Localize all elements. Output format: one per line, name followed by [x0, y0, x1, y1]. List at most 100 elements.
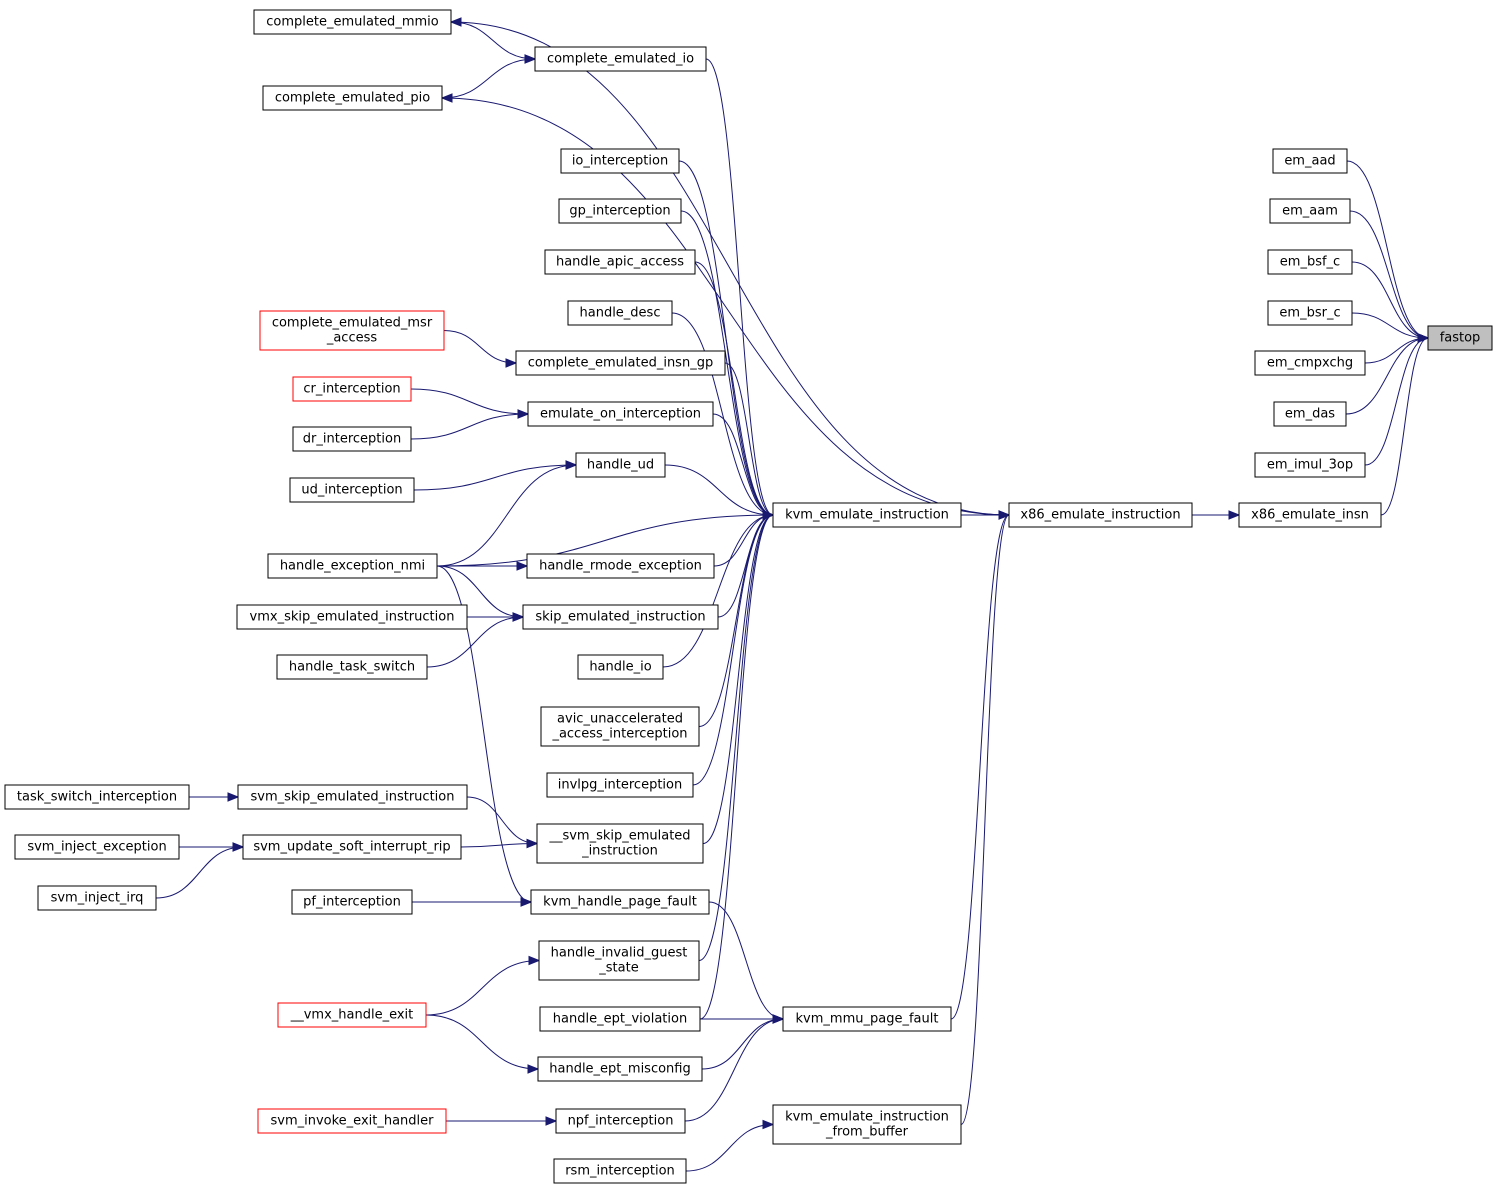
node-npf-interception[interactable]: npf_interception	[555, 1108, 686, 1134]
node-handle-ud[interactable]: handle_ud	[575, 452, 666, 478]
node---svm-skip-emulated-instruction[interactable]: __svm_skip_emulated_instruction	[536, 823, 704, 864]
node-box	[575, 452, 666, 478]
node-box	[276, 654, 428, 680]
edge-em_das-to-fastop	[1345, 337, 1429, 415]
edge-invlpg_interception-to-kvm_emulate_instruction	[692, 514, 774, 786]
node-box	[558, 198, 682, 224]
node-label: _state	[598, 961, 638, 976]
node-label: rsm_interception	[565, 1164, 675, 1179]
node-label: ud_interception	[301, 483, 402, 498]
node-avic-unaccelerated-access-interception[interactable]: avic_unaccelerated_access_interception	[540, 706, 700, 747]
arrowhead-x86_emulate_insn	[1228, 510, 1241, 520]
nodes-layer: fastop em_aad em_aam em_bsf_c em_bsr_c em_cmp…	[4, 9, 1493, 1184]
node-handle-exception-nmi[interactable]: handle_exception_nmi	[267, 553, 438, 579]
node-box	[1267, 300, 1353, 326]
node-invlpg-interception[interactable]: invlpg_interception	[546, 772, 694, 798]
node-em-bsr-c[interactable]: em_bsr_c	[1267, 300, 1353, 326]
node-emulate-on-interception[interactable]: emulate_on_interception	[527, 401, 714, 427]
node-complete-emulated-msr-access[interactable]: complete_emulated_msr_access	[259, 310, 445, 351]
edge-em_bsf_c-to-fastop	[1351, 261, 1429, 339]
node-svm-inject-exception[interactable]: svm_inject_exception	[14, 834, 180, 860]
edge-handle_ept_violation-to-kvm_emulate_instruction	[699, 514, 774, 1020]
node-em-imul-3op[interactable]: em_imul_3op	[1254, 452, 1366, 478]
node-vmx-skip-emulated-instruction[interactable]: vmx_skip_emulated_instruction	[236, 604, 468, 630]
node-box	[1254, 350, 1366, 376]
node-em-aad[interactable]: em_aad	[1272, 148, 1348, 174]
node-pf-interception[interactable]: pf_interception	[291, 889, 413, 915]
node-handle-ept-violation[interactable]: handle_ept_violation	[539, 1006, 701, 1032]
node-x86-emulate-insn[interactable]: x86_emulate_insn	[1238, 502, 1382, 528]
node-box	[257, 1108, 447, 1134]
node-ud-interception[interactable]: ud_interception	[289, 477, 415, 503]
node-kvm-handle-page-fault[interactable]: kvm_handle_page_fault	[530, 889, 710, 915]
node-box	[1272, 148, 1348, 174]
arrowhead-kvm_mmu_page_fault	[772, 1014, 785, 1024]
arrowhead-svm_update_soft_interrupt_rip	[232, 842, 245, 852]
node-handle-ept-misconfig[interactable]: handle_ept_misconfig	[537, 1056, 703, 1082]
node-skip-emulated-instruction[interactable]: skip_emulated_instruction	[522, 604, 719, 630]
node-box	[1267, 249, 1353, 275]
node-task-switch-interception[interactable]: task_switch_interception	[4, 784, 190, 810]
node-x86-emulate-instruction[interactable]: x86_emulate_instruction	[1008, 502, 1193, 528]
node-fastop[interactable]: fastop	[1427, 325, 1493, 351]
node-complete-emulated-io[interactable]: complete_emulated_io	[534, 46, 707, 72]
node-handle-apic-access[interactable]: handle_apic_access	[544, 249, 696, 275]
node-complete-emulated-pio[interactable]: complete_emulated_pio	[262, 85, 443, 111]
node---vmx-handle-exit[interactable]: __vmx_handle_exit	[277, 1002, 427, 1028]
node-label: vmx_skip_emulated_instruction	[250, 610, 455, 625]
node-handle-invalid-guest-state[interactable]: handle_invalid_guest_state	[538, 940, 700, 981]
node-box	[1254, 452, 1366, 478]
arrowhead-emulate_on_interception	[517, 409, 530, 419]
node-dr-interception[interactable]: dr_interception	[292, 426, 412, 452]
node-svm-update-soft-interrupt-rip[interactable]: svm_update_soft_interrupt_rip	[242, 834, 462, 860]
node-box	[37, 885, 157, 911]
edge-handle_ept_misconfig-to-kvm_mmu_page_fault	[701, 1018, 784, 1070]
node-kvm-emulate-instruction-from-buffer[interactable]: kvm_emulate_instruction_from_buffer	[772, 1104, 962, 1145]
arrowhead-fastop	[1417, 333, 1430, 343]
edge-npf_interception-to-kvm_mmu_page_fault	[684, 1018, 784, 1122]
node-handle-io[interactable]: handle_io	[577, 654, 664, 680]
node-complete-emulated-insn-gp[interactable]: complete_emulated_insn_gp	[515, 350, 726, 376]
node-label: handle_apic_access	[556, 255, 684, 270]
node-handle-desc[interactable]: handle_desc	[567, 300, 673, 326]
node-box	[782, 1006, 952, 1032]
node-gp-interception[interactable]: gp_interception	[558, 198, 682, 224]
node-label: complete_emulated_mmio	[266, 15, 438, 30]
node-box	[1269, 198, 1351, 224]
node-complete-emulated-mmio[interactable]: complete_emulated_mmio	[253, 9, 452, 35]
node-rsm-interception[interactable]: rsm_interception	[553, 1158, 687, 1184]
node-em-das[interactable]: em_das	[1273, 401, 1347, 427]
node-label: em_cmpxchg	[1267, 356, 1353, 371]
node-kvm-emulate-instruction[interactable]: kvm_emulate_instruction	[772, 502, 962, 528]
edge-__vmx_handle_exit-to-handle_invalid_guest_state	[425, 960, 540, 1016]
node-handle-task-switch[interactable]: handle_task_switch	[276, 654, 428, 680]
node-kvm-mmu-page-fault[interactable]: kvm_mmu_page_fault	[782, 1006, 952, 1032]
node-box	[539, 1006, 701, 1032]
node-em-aam[interactable]: em_aam	[1269, 198, 1351, 224]
node-box	[289, 477, 415, 503]
node-label: skip_emulated_instruction	[535, 610, 705, 625]
node-label: pf_interception	[303, 895, 401, 910]
node-label: handle_ept_violation	[553, 1012, 687, 1027]
node-handle-rmode-exception[interactable]: handle_rmode_exception	[526, 553, 715, 579]
node-io-interception[interactable]: io_interception	[560, 148, 680, 174]
edge-handle_invalid_guest_state-to-kvm_emulate_instruction	[698, 514, 774, 961]
node-label: __svm_skip_emulated	[548, 829, 690, 844]
node-box	[555, 1108, 686, 1134]
node-box	[544, 249, 696, 275]
edge-svm_skip_emulated_instruction-to-__svm_skip_emulated_instruction	[466, 796, 538, 844]
node-svm-invoke-exit-handler[interactable]: svm_invoke_exit_handler	[257, 1108, 447, 1134]
node-svm-skip-emulated-instruction[interactable]: svm_skip_emulated_instruction	[237, 784, 468, 810]
node-box	[577, 654, 664, 680]
node-em-cmpxchg[interactable]: em_cmpxchg	[1254, 350, 1366, 376]
node-box	[292, 376, 412, 402]
edge-skip_emulated_instruction-to-kvm_emulate_instruction	[717, 514, 774, 618]
node-label: complete_emulated_io	[547, 52, 694, 67]
node-em-bsf-c[interactable]: em_bsf_c	[1267, 249, 1353, 275]
node-svm-inject-irq[interactable]: svm_inject_irq	[37, 885, 157, 911]
node-label: _from_buffer	[825, 1125, 909, 1140]
node-cr-interception[interactable]: cr_interception	[292, 376, 412, 402]
node-label: npf_interception	[568, 1114, 674, 1129]
node-box	[262, 85, 443, 111]
